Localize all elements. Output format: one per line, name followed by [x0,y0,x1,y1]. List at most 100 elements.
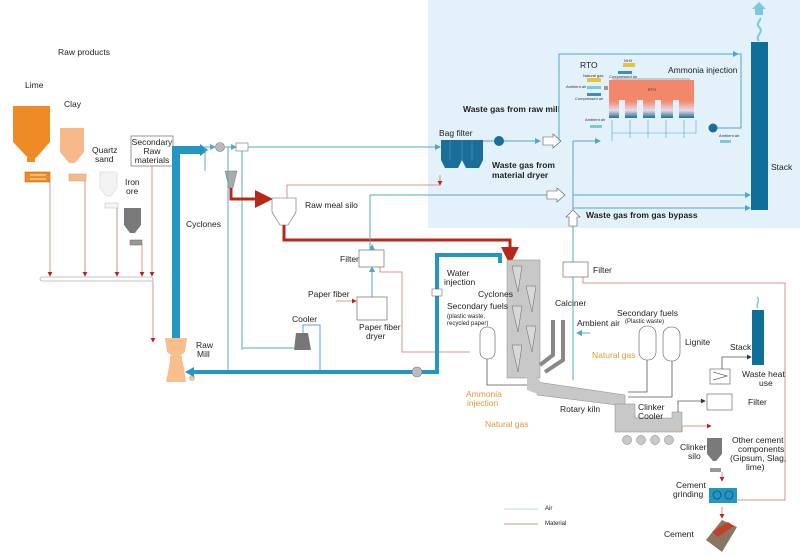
secondary-fuels-1-sub1: (plastic waste, [447,314,485,320]
other-components-label-4: lime) [746,462,765,472]
rotary-kiln-label: Rotary kiln [560,404,600,414]
filter-mid [358,249,385,268]
secondary-fuels-2-tank [638,325,657,361]
clinker-silo [707,438,722,461]
material-to-raw-meal-silo [229,188,273,208]
raw-mill-label-2: Mill [197,349,210,359]
waste-gas-bypass-label: Waste gas from gas bypass [586,210,698,220]
secondary-fuels-1-title: Secondary fuels [447,301,508,311]
water-injection-valve [431,288,443,297]
quartz-sand-silo [99,171,119,209]
nh3-label: NH3 [624,58,633,63]
ambient-air-rto-label-2: Ambient air [585,117,606,122]
cooler-fans [622,435,674,445]
other-components-label-1: Other cement [732,435,784,445]
cement-grinding-label-1: Cement [676,480,706,490]
preheater-tower [506,259,541,379]
rotary-kiln [536,381,626,407]
paper-fiber-dryer-label-2: dryer [366,331,386,341]
bag-filter-label: Bag filter [439,128,473,138]
fan-rto [708,123,718,133]
clinker-cooler-label-2: Cooler [638,411,663,421]
natural-gas-rto-label: Natural gas [583,73,603,78]
lime-label: Lime [25,80,44,90]
water-injection-label-2: injection [444,277,475,287]
preheater-cyclones [511,265,537,373]
raw-products-label: Raw products [58,47,110,57]
other-components-label-2: components [738,444,784,454]
cooler-unit [294,333,311,350]
cooler-label: Cooler [292,314,317,324]
raw-meal-silo-label: Raw meal silo [305,200,358,210]
secondary-raw-label-1: Secondary [132,137,173,147]
secondary-fuels-2-title: Secondary fuels [617,308,678,318]
nh3-tank [623,63,635,67]
legend: Air Material [504,506,566,527]
other-components-label-3: (Gipsum, Slag, [730,453,786,463]
cement-grinding-label-2: grinding [673,489,704,499]
bag-filter [441,140,483,168]
filter-right-label: Filter [593,265,612,275]
clinker-cooler [614,403,683,433]
natural-gas-kiln-label: Natural gas [592,350,635,360]
cyclones-air-column [172,146,200,340]
iron-ore-silo [124,208,143,246]
cyclones-tower-label: Cyclones [478,289,513,299]
secondary-raw-materials-box [130,135,174,167]
ammonia-injection-rto-label: Ammonia injection [668,65,738,75]
paper-fiber-dryer-label-1: Paper fiber [359,322,401,332]
stack-small-label: Stack [730,342,752,352]
ammonia-injection-label-2: injection [467,398,498,408]
waste-gas-dryer-arrow [546,187,566,203]
natural-gas-bottom-label: Natural gas [485,419,528,429]
iron-ore-label-1: Iron [125,177,140,187]
quartz-sand-label-1: Quartz [92,145,118,155]
iron-ore-label-2: ore [126,186,139,196]
clinker-silo-label-2: silo [688,451,701,461]
fan-bag-filter [494,136,504,146]
waste-gas-bypass-arrow [565,209,581,227]
clinker-cooler-label-1: Clinker [638,402,665,412]
cement-label: Cement [664,529,694,539]
secondary-raw-label-2: Raw [143,146,161,156]
legend-air-label: Air [545,506,552,512]
cement-bag [706,520,737,552]
fan-top [215,142,225,152]
clay-silo [60,128,87,182]
small-stack [752,310,764,365]
calciner [538,320,565,374]
clay-label: Clay [64,99,82,109]
raw-material-feed-lines [47,166,155,277]
ambient-air-rto-label: Ambient air [566,84,587,89]
raw-mill [165,338,195,382]
rto-label: RTO [580,60,598,70]
ammonia-injection-label-1: Ammonia [466,389,502,399]
legend-material-label: Material [545,521,566,527]
waste-gas-dryer-label-2: material dryer [492,170,549,180]
paper-fiber-label: Paper fiber [308,289,350,299]
ambient-air-rto-label-3: Ambient air [719,133,740,138]
waste-heat-exchanger [709,368,731,385]
stack-big-label: Stack [771,162,793,172]
cement-grinding-mill [709,488,737,503]
raw-meal-to-preheater [282,225,519,265]
raw-mill-label-1: Raw [196,340,214,350]
secondary-fuels-1-tank [479,326,496,360]
waste-heat-label-1: Waste heat [742,369,785,379]
fan-return [411,366,423,378]
stack-exhaust-arrow [752,2,766,15]
secondary-raw-label-3: materials [135,155,169,165]
cyclones-left-label: Cyclones [186,219,221,229]
lignite-tank [662,326,681,362]
lime-silo [13,106,51,183]
waste-gas-dryer-label-1: Waste gas from [492,160,555,170]
rto-inner-label: RTO [648,87,656,92]
clinker-silo-label-1: Clinker [680,442,707,452]
secondary-fuels-2-sub: (Plastic waste) [625,319,664,325]
quartz-sand-label-2: sand [95,154,114,164]
stack-smoke [756,17,762,42]
water-injection-label-1: Water [447,268,470,278]
calciner-label: Calciner [555,298,586,308]
